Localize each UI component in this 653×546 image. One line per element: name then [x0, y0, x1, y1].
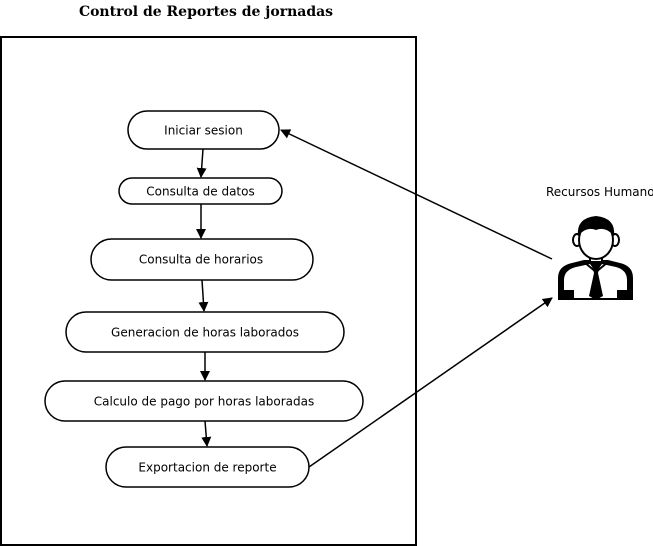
use-case-shape	[65, 311, 345, 353]
diagram-title: Control de Reportes de jornadas	[79, 4, 333, 20]
use-case-shape	[127, 110, 280, 150]
use-case-label: Consulta de datos	[146, 185, 254, 199]
flow-arrow-calculo-pago-to-exportacion-reporte	[201, 420, 212, 447]
use-case-label: Consulta de horarios	[139, 253, 263, 267]
flow-arrow-consulta-horarios-to-generacion-horas	[198, 279, 209, 312]
person-with-tie-icon	[558, 216, 633, 300]
use-case-label: Generacion de horas laborados	[111, 326, 299, 340]
association-arrow-exportacion-reporte-to-actor	[308, 297, 553, 468]
use-case-consulta-datos[interactable]: Consulta de datos	[118, 177, 283, 205]
system-boundary	[0, 36, 417, 546]
association-arrow-actor-to-iniciar-sesion	[280, 129, 553, 260]
edges-layer	[196, 129, 553, 468]
actor-label: Recursos Humanos	[546, 185, 653, 199]
use-case-label: Exportacion de reporte	[138, 461, 276, 475]
use-case-label: Calculo de pago por horas laboradas	[94, 395, 314, 409]
use-case-calculo-pago[interactable]: Calculo de pago por horas laboradas	[44, 380, 364, 422]
use-case-consulta-horarios[interactable]: Consulta de horarios	[90, 238, 314, 281]
use-case-iniciar-sesion[interactable]: Iniciar sesion	[127, 110, 280, 150]
use-case-shape	[118, 177, 283, 205]
use-case-exportacion-reporte[interactable]: Exportacion de reporte	[105, 446, 310, 488]
use-case-generacion-horas[interactable]: Generacion de horas laborados	[65, 311, 345, 353]
use-case-shape	[90, 238, 314, 281]
use-case-shape	[44, 380, 364, 422]
flow-arrow-iniciar-sesion-to-consulta-datos	[196, 148, 207, 178]
use-case-shape	[105, 446, 310, 488]
actor-recursos-humanos[interactable]: Recursos Humanos	[546, 185, 653, 300]
use-case-label: Iniciar sesion	[164, 124, 243, 138]
